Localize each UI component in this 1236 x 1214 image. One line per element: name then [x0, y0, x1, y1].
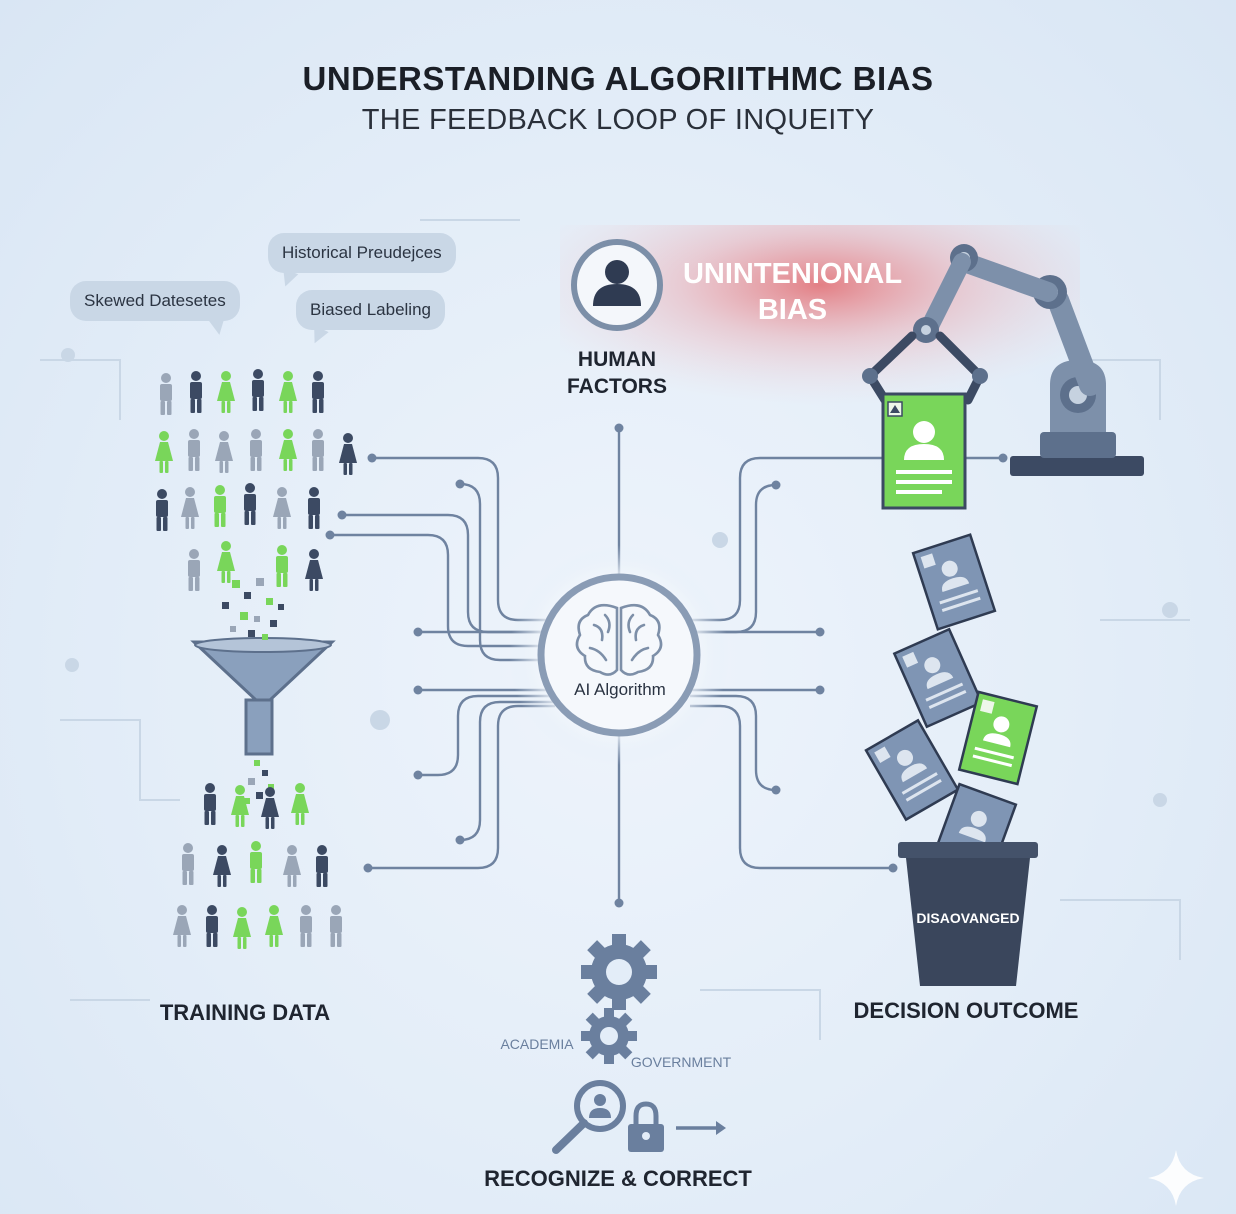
ai-algorithm-hub	[509, 545, 729, 765]
disadvantaged-label: DISAOVANGED	[916, 910, 1020, 926]
crowd-top	[155, 369, 357, 591]
decision-outcome-label: DECISION OUTCOME	[853, 998, 1079, 1023]
bias-line2: BIAS	[757, 294, 828, 326]
human-factors-line1: HUMAN	[577, 348, 657, 371]
recognize-correct-label: RECOGNIZE & CORRECT	[484, 1166, 752, 1191]
arrow-right-icon	[676, 1121, 726, 1135]
human-factors-label: HUMAN FACTORS	[555, 346, 679, 400]
selected-resume-card	[881, 392, 967, 510]
sparkle-icon	[1148, 1150, 1204, 1206]
bubble-historical-prejudices: Historical Preudejces	[268, 233, 456, 273]
academia-label: ACADEMIA	[500, 1036, 574, 1052]
lock-icon	[628, 1101, 664, 1152]
robot-arm-icon	[862, 244, 1144, 476]
data-funnel	[190, 637, 336, 756]
data-fragments	[222, 578, 284, 804]
falling-resumes	[864, 533, 1039, 882]
page-subtitle: THE FEEDBACK LOOP OF INQUEITY	[361, 104, 875, 136]
brain-icon	[575, 603, 663, 676]
government-label: GOVERNMENT	[630, 1054, 732, 1070]
circuit-nodes	[325, 423, 1008, 908]
ai-algorithm-label: AI Algorithm	[574, 680, 666, 699]
bubble-biased-labeling: Biased Labeling	[296, 290, 445, 330]
page-title: UNDERSTANDING ALGORIITHMC BIAS	[302, 60, 934, 97]
background-nodes	[61, 348, 1178, 807]
human-factors-line2: FACTORS	[567, 375, 667, 398]
unintentional-bias-label: UNINTENIONAL BIAS	[665, 256, 920, 328]
bubble-skewed-datasets: Skewed Datesetes	[70, 281, 240, 321]
training-data-label: TRAINING DATA	[159, 1000, 331, 1025]
gear-icon	[581, 934, 657, 1064]
crowd-bottom	[173, 783, 342, 949]
human-factors-icon	[571, 239, 663, 331]
bias-line1: UNINTENIONAL	[682, 258, 903, 290]
magnifier-icon	[552, 1080, 626, 1154]
disadvantaged-bin	[898, 842, 1038, 986]
